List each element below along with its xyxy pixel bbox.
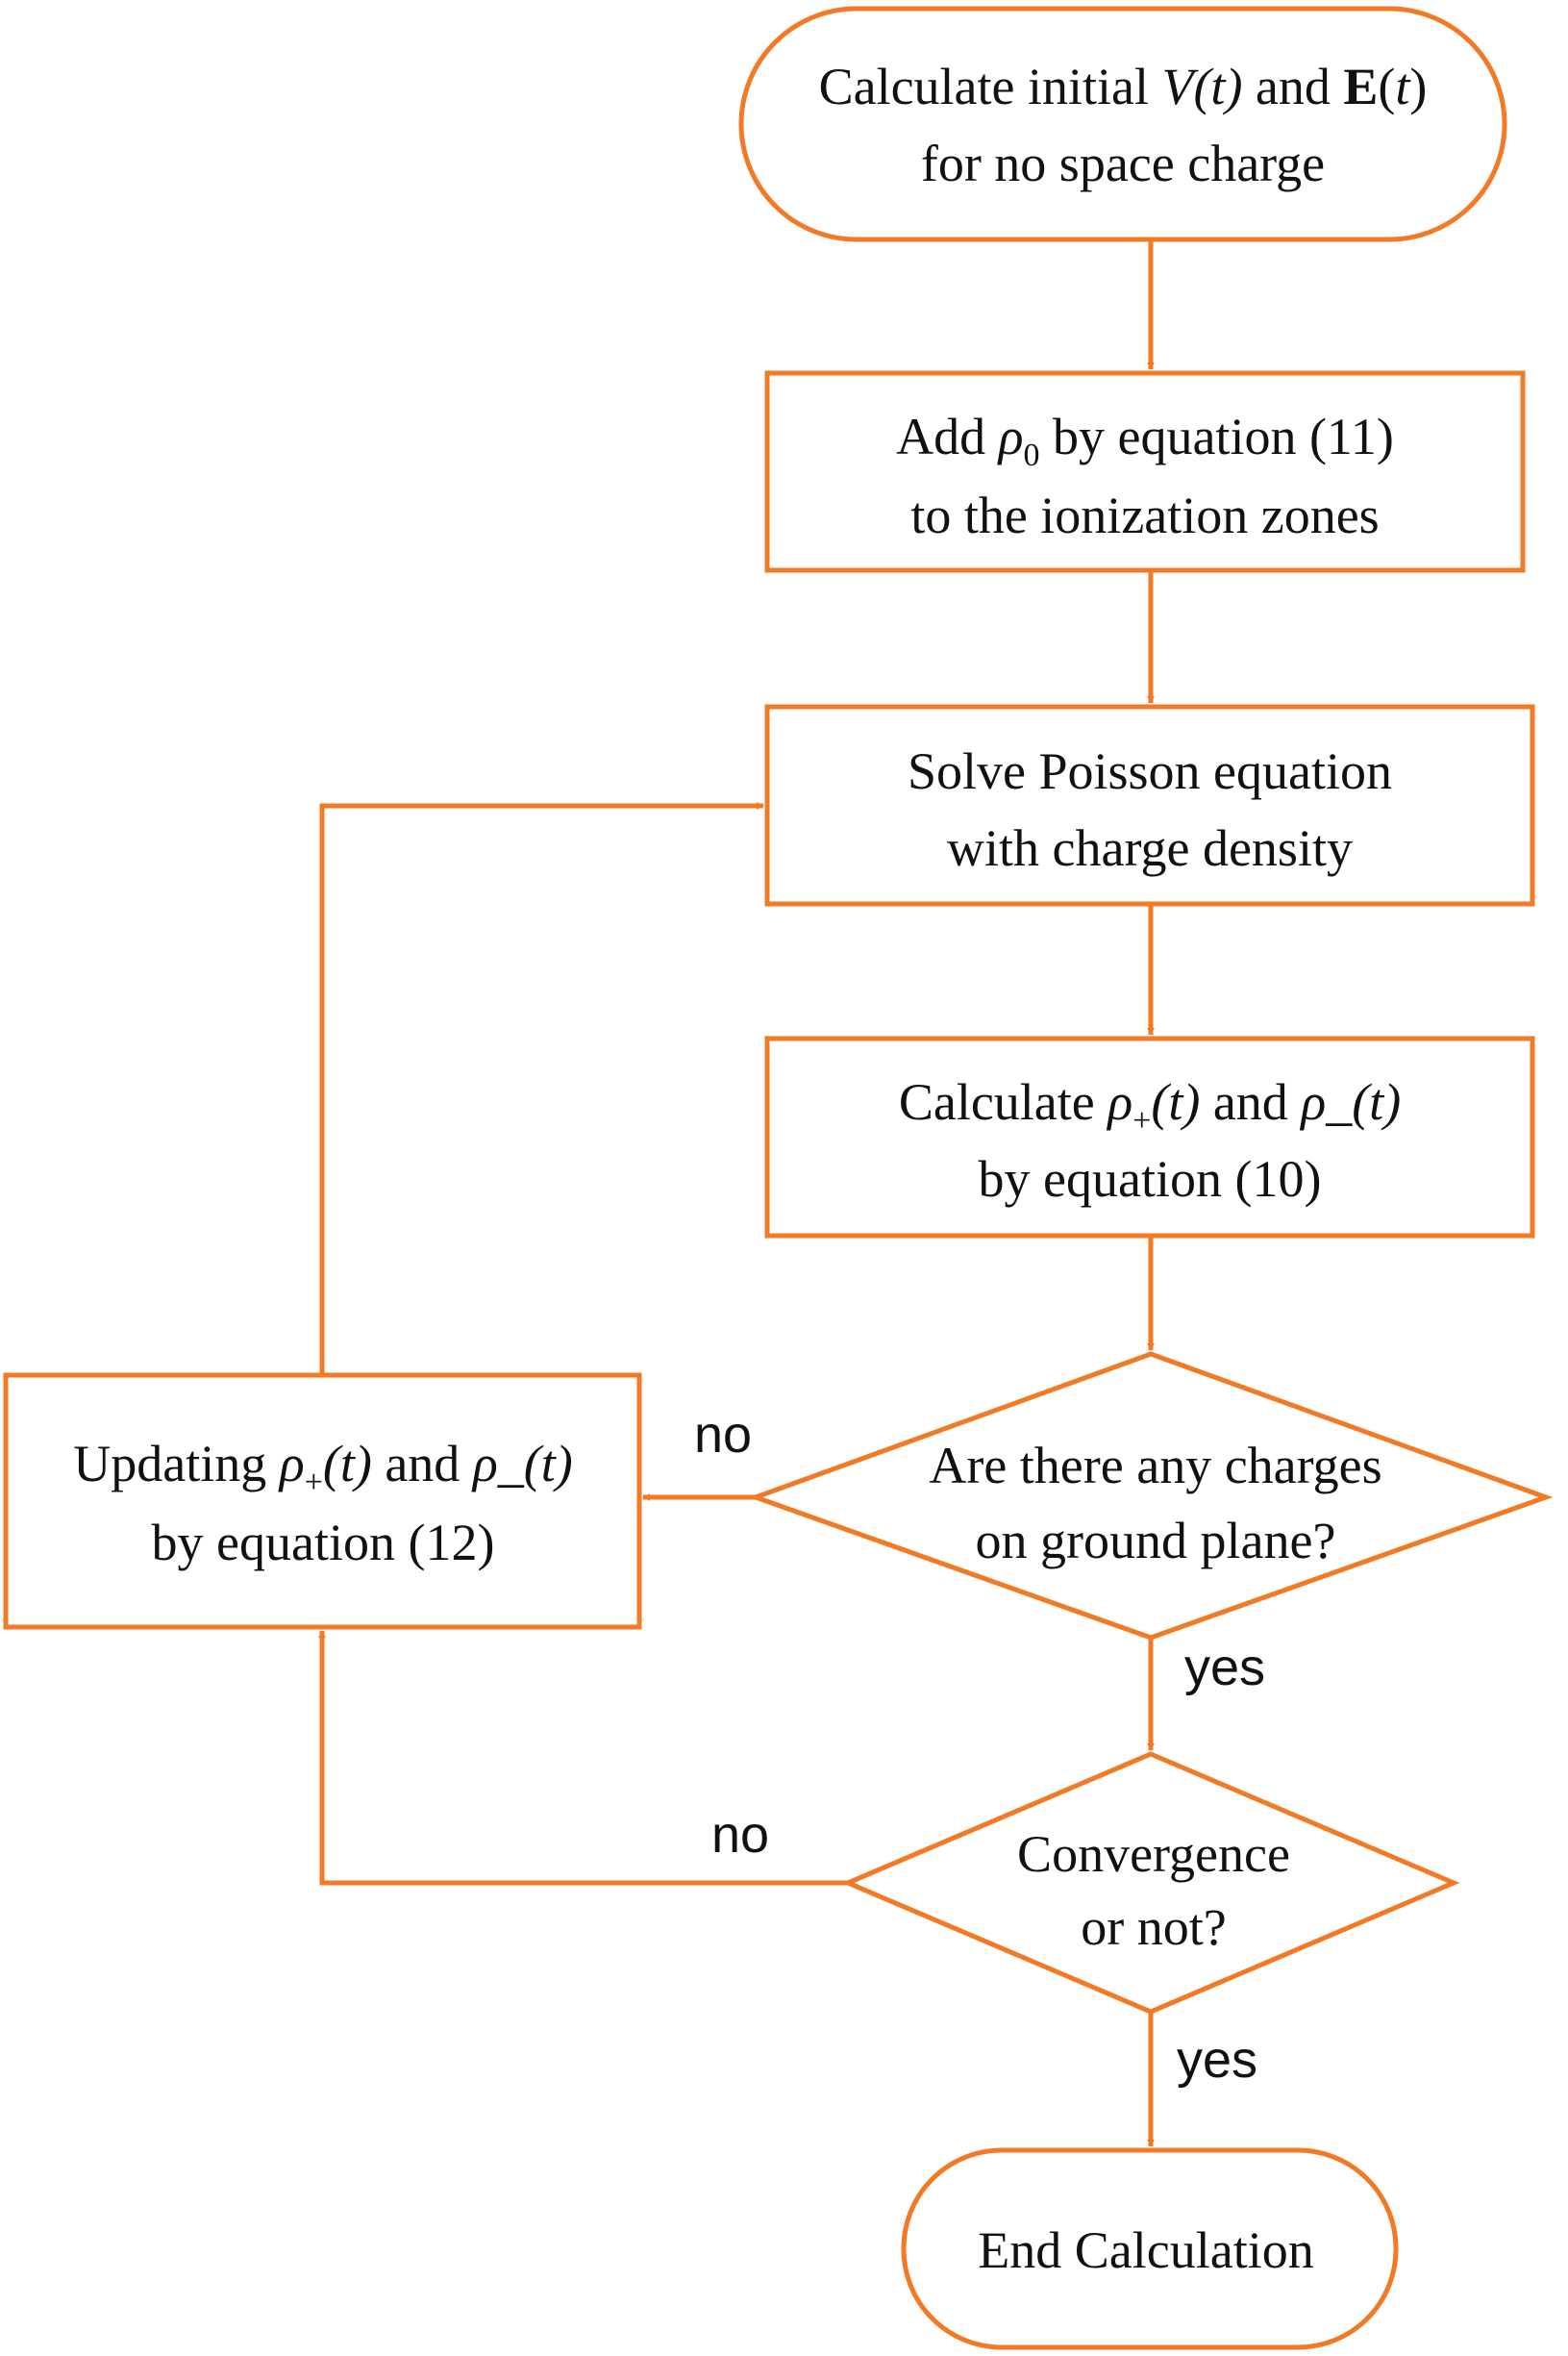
end-terminal: [901, 2147, 1399, 2350]
solve-text-line2: with charge density: [947, 819, 1353, 877]
arrow-convergence-no-to-update: [318, 1630, 848, 1886]
charges-decision-text-line2: on ground plane?: [976, 1512, 1336, 1569]
convergence-text-line1: Convergence: [1017, 1825, 1290, 1883]
convergence-text-line2: or not?: [1081, 1898, 1226, 1956]
calc-rho-text-line2: by equation (10): [979, 1150, 1322, 1208]
calculate-rho-box: [764, 1036, 1535, 1239]
calc-rho-text-line1: Calculate ρ+(t) and ρ_(t): [899, 1073, 1401, 1139]
end-text: End Calculation: [978, 2221, 1313, 2279]
update-text-line2: by equation (12): [152, 1514, 495, 1571]
add-rho-text-line2: to the ionization zones: [910, 487, 1379, 544]
edge-label-convergence-yes: yes: [1177, 2031, 1257, 2089]
start-text-line1: Calculate initial V(t) and E(t): [819, 58, 1428, 115]
add-rho-box: [764, 370, 1526, 573]
edge-label-charges-no: no: [694, 1406, 752, 1464]
edge-label-charges-yes: yes: [1184, 1639, 1265, 1696]
start-terminal: [738, 6, 1507, 242]
charges-decision: [748, 1351, 1554, 1641]
charges-decision-text-line1: Are there any charges: [929, 1437, 1381, 1494]
start-text-line2: for no space charge: [921, 135, 1325, 192]
convergence-decision: [841, 1751, 1460, 2015]
update-rho-box: [3, 1372, 642, 1630]
solve-poisson-box: [764, 704, 1535, 907]
solve-text-line1: Solve Poisson equation: [908, 742, 1392, 800]
arrow-update-to-solve: [319, 802, 764, 1375]
update-text-line1: Updating ρ+(t) and ρ_(t): [73, 1435, 572, 1500]
edge-label-convergence-no: no: [711, 1806, 769, 1864]
add-rho-text-line1: Add ρ0 by equation (11): [896, 408, 1394, 473]
